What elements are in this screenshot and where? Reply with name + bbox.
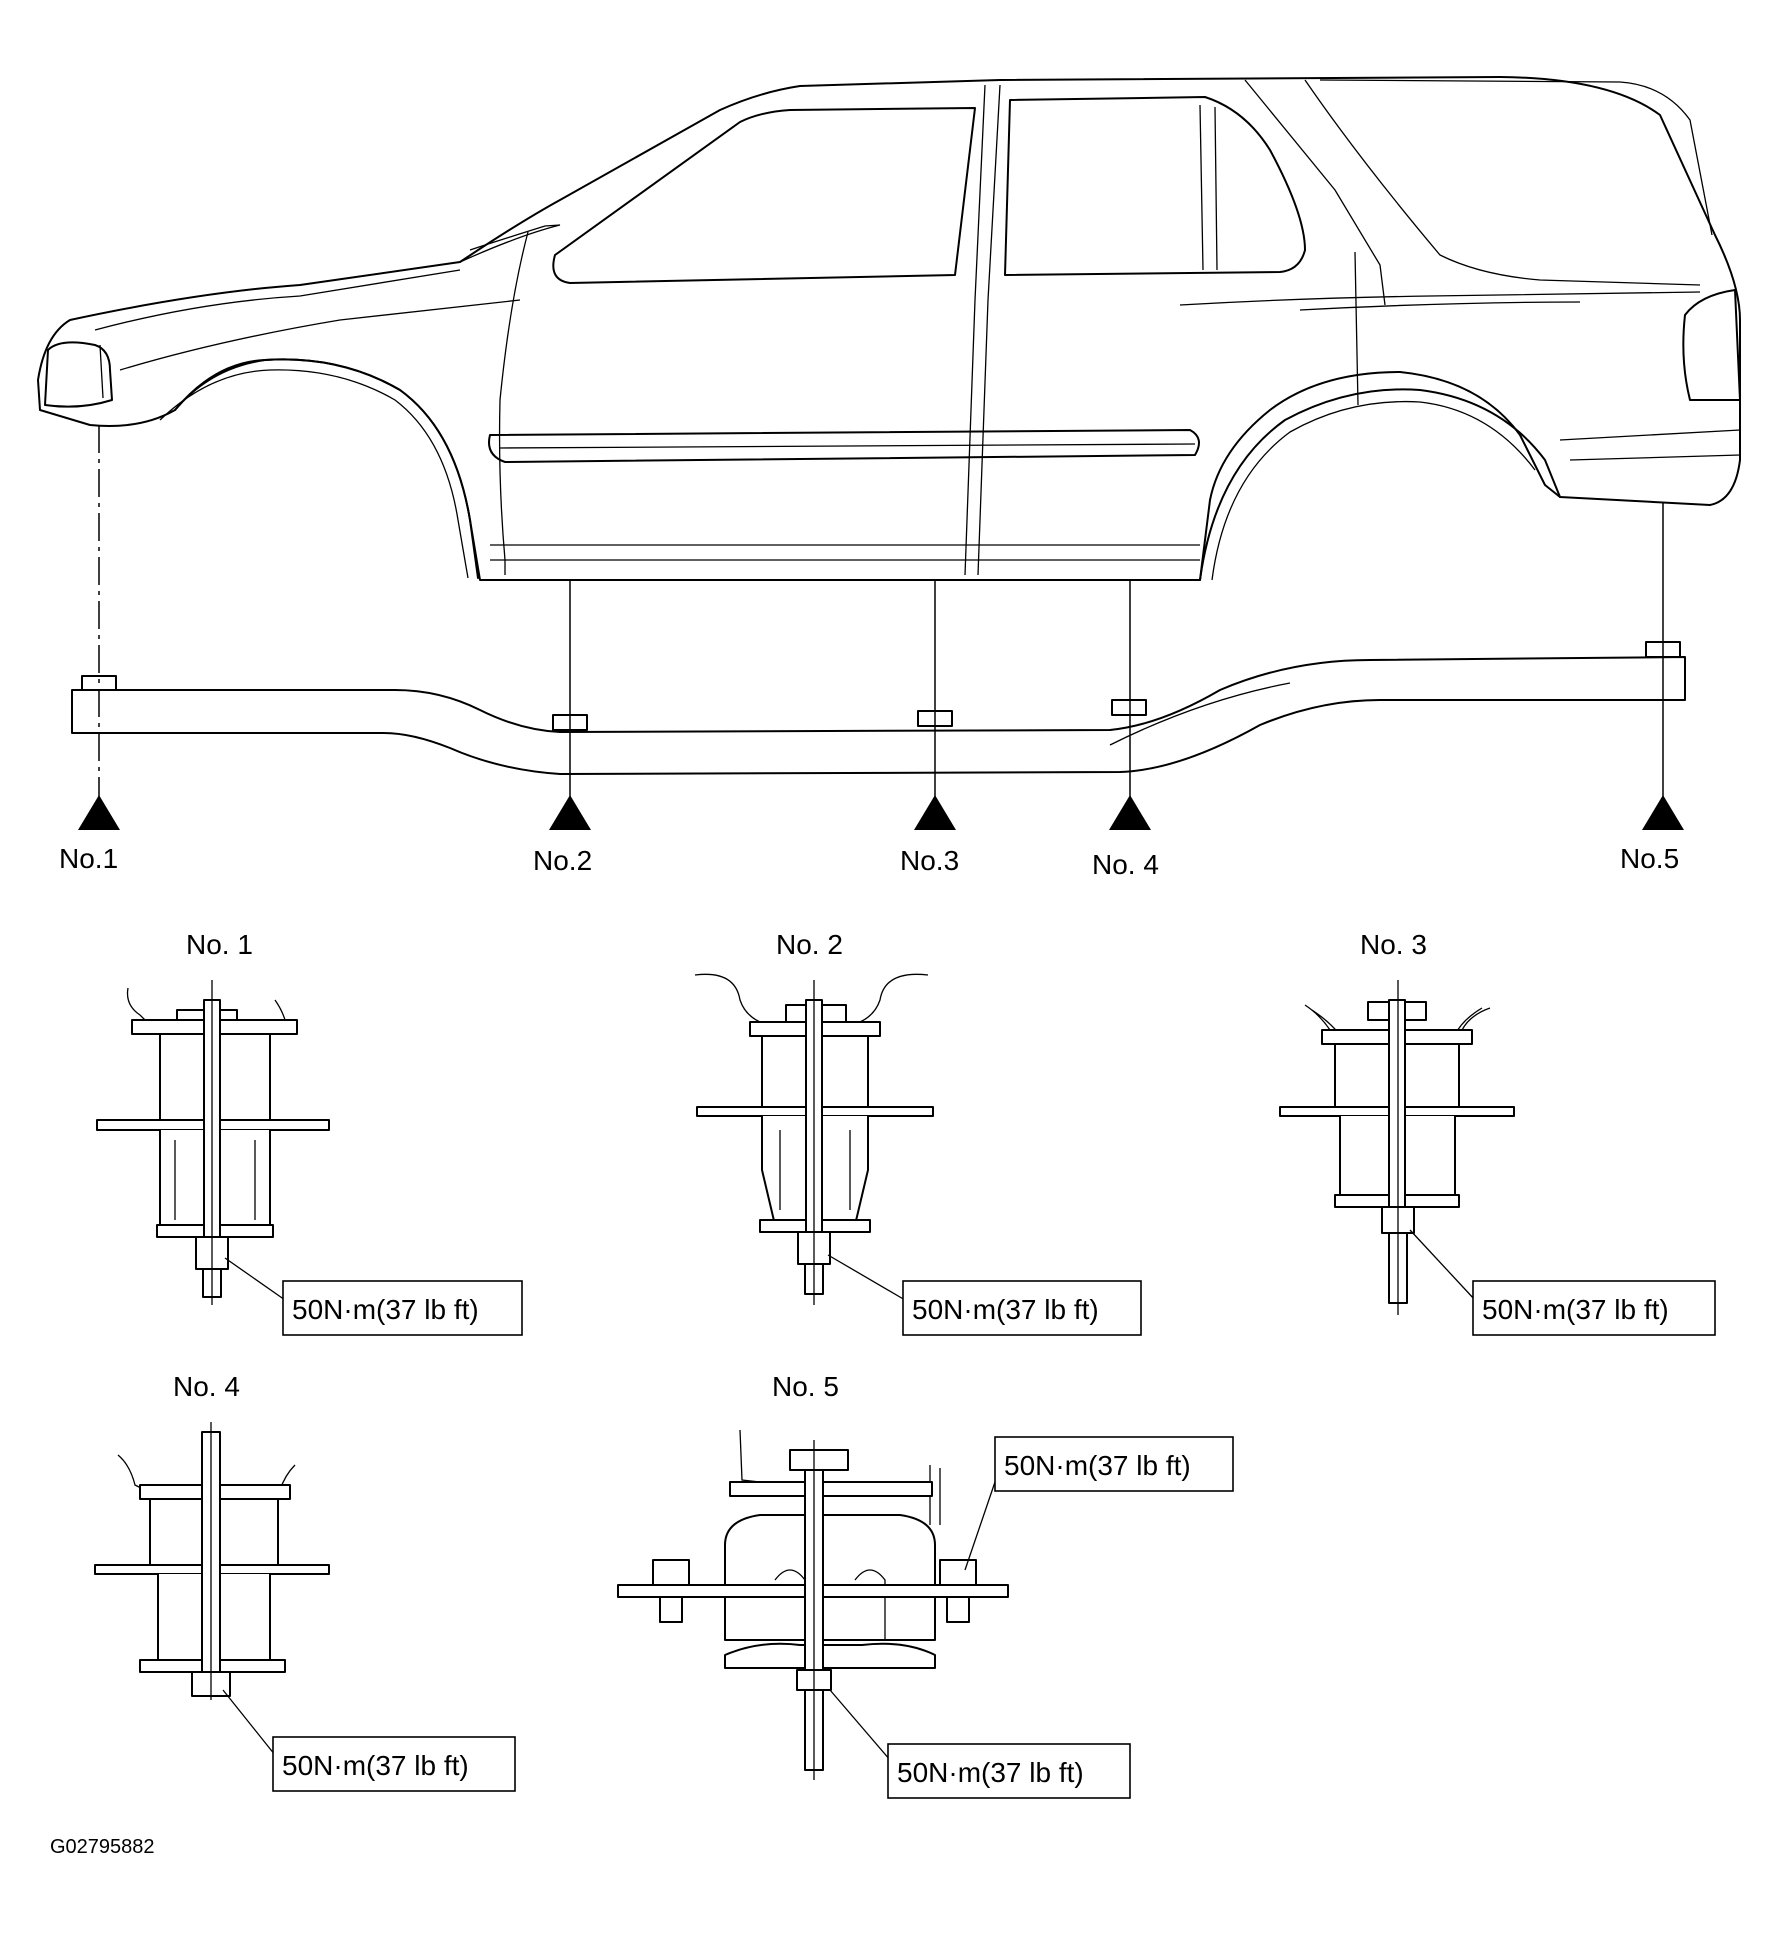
vehicle-body-outline — [37, 76, 1741, 581]
detail-title-2: No. 2 — [776, 929, 843, 960]
detail-title-5: No. 5 — [772, 1371, 839, 1402]
detail-no4: No. 4 50N·m(37 lb ft) — [94, 1371, 516, 1792]
detail-no5: No. 5 50N·m(37 lb ft) 50N·m(37 lb ft) — [617, 1371, 1234, 1799]
torque-callout-5b — [887, 1743, 1131, 1799]
torque-spec-5b: 50N·m(37 lb ft) — [897, 1757, 1084, 1788]
torque-spec-1: 50N·m(37 lb ft) — [292, 1294, 479, 1325]
mount-label-5: No.5 — [1620, 843, 1679, 874]
frame-pad-4 — [1111, 699, 1147, 716]
triangle-marker-icon — [914, 795, 956, 830]
torque-callout-3 — [1472, 1280, 1716, 1336]
triangle-marker-icon — [549, 795, 591, 830]
mount-label-3: No.3 — [900, 845, 959, 876]
detail-no2: No. 2 50N·m(37 lb ft) — [694, 929, 1142, 1336]
detail-title-3: No. 3 — [1360, 929, 1427, 960]
torque-callout-1 — [282, 1280, 523, 1336]
mount-labels: No.1 No.2 No.3 No. 4 No.5 — [59, 843, 1679, 880]
detail-title-4: No. 4 — [173, 1371, 240, 1402]
detail-no3: No. 3 50N·m(37 lb ft) — [1279, 929, 1716, 1336]
mount-label-1: No.1 — [59, 843, 118, 874]
triangle-marker-icon — [1109, 795, 1151, 830]
torque-spec-2: 50N·m(37 lb ft) — [912, 1294, 1099, 1325]
torque-spec-5a: 50N·m(37 lb ft) — [1004, 1450, 1191, 1481]
triangle-marker-icon — [1642, 795, 1684, 830]
mount-position-markers — [78, 795, 1684, 830]
figure-id: G02795882 — [50, 1836, 155, 1858]
mount-label-4: No. 4 — [1092, 849, 1159, 880]
detail-title-1: No. 1 — [186, 929, 253, 960]
chassis-frame-rail — [71, 656, 1686, 775]
detail-no1: No. 1 50N·m(37 lb ft) — [96, 929, 523, 1336]
torque-spec-4: 50N·m(37 lb ft) — [282, 1750, 469, 1781]
torque-callout-4 — [272, 1736, 516, 1792]
mount-alignment-lines — [98, 425, 1664, 800]
triangle-marker-icon — [78, 795, 120, 830]
mount-label-2: No.2 — [533, 845, 592, 876]
torque-callout-5a — [994, 1436, 1234, 1492]
frame-mount-pads — [81, 641, 1681, 731]
torque-callout-2 — [902, 1280, 1142, 1336]
torque-spec-3: 50N·m(37 lb ft) — [1482, 1294, 1669, 1325]
